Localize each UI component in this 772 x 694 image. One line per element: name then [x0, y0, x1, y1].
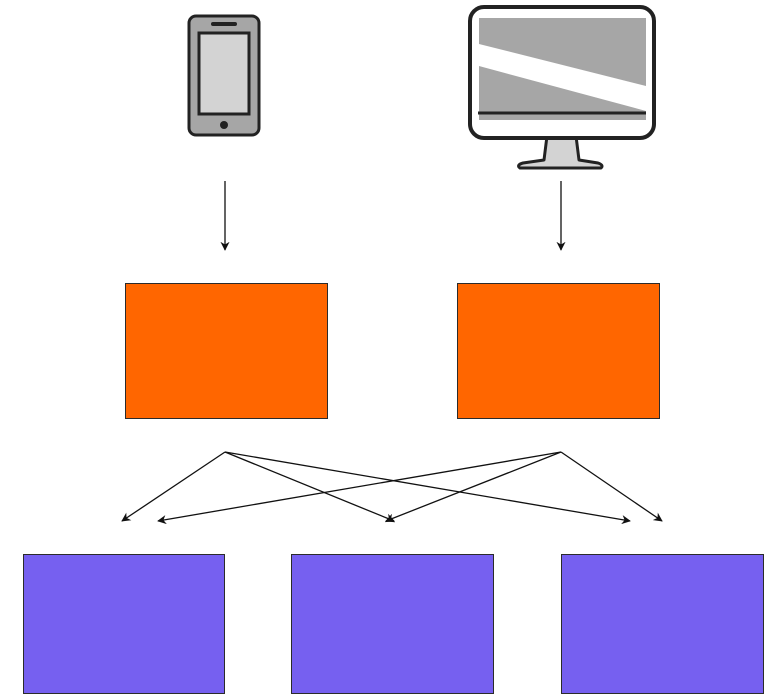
- edge-box1-to-boxA: [121, 451, 226, 522]
- edge-box1-to-boxB: [224, 451, 395, 523]
- tier1-box-right: [457, 283, 660, 419]
- edge-box2-to-boxC: [560, 451, 663, 522]
- edge-box1-to-boxC: [224, 451, 631, 525]
- tier2-box-middle: [291, 554, 494, 694]
- monitor-icon: [468, 5, 656, 170]
- smartphone-icon: [187, 14, 261, 137]
- tier2-box-right: [561, 554, 764, 694]
- edge-box2-to-boxB: [385, 451, 562, 523]
- tier1-box-left: [125, 283, 328, 419]
- tier2-box-left: [23, 554, 225, 694]
- edge-box2-to-boxA: [157, 451, 562, 525]
